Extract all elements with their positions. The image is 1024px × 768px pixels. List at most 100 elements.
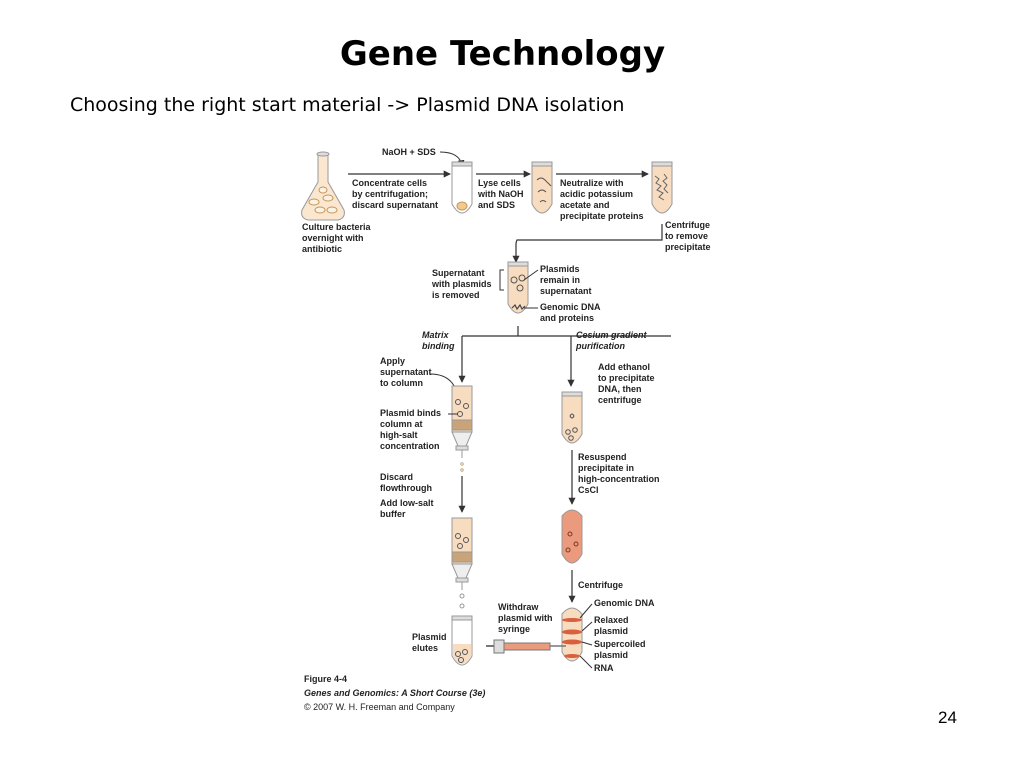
- label-line: centrifuge: [598, 395, 642, 405]
- label-line: precipitate: [665, 242, 711, 252]
- label-line: by centrifugation;: [352, 189, 428, 199]
- label-line: to remove: [665, 231, 708, 241]
- label-line: Centrifuge: [665, 220, 710, 230]
- label-line: antibiotic: [302, 244, 342, 254]
- label-line: flowthrough: [380, 483, 432, 493]
- label-line: Cesium gradient: [576, 330, 648, 340]
- bracket-supernatant: [499, 269, 504, 291]
- caption-book: Genes and Genomics: A Short Course (3e): [304, 688, 485, 698]
- caption-copyright: © 2007 W. H. Freeman and Company: [304, 702, 455, 712]
- label-line: Discard: [380, 472, 413, 482]
- label-line: CsCl: [578, 485, 599, 495]
- arrow-to-middle: [512, 224, 663, 263]
- tube-ethanol: [561, 391, 583, 444]
- elution-drops: [459, 593, 465, 609]
- label-line: remain in: [540, 275, 580, 285]
- syringe: [486, 639, 566, 654]
- band-genomic-label: Genomic DNA: [594, 598, 655, 608]
- label-line: supernatant: [540, 286, 592, 296]
- label-line: Supercoiled: [594, 639, 646, 649]
- pointer-relaxed: [581, 621, 593, 632]
- label-line: with NaOH: [477, 189, 524, 199]
- band-rna-label: RNA: [594, 663, 614, 673]
- label-line: Neutralize with: [560, 178, 624, 188]
- label-line: Matrix: [422, 330, 450, 340]
- label-line: plasmid: [594, 650, 628, 660]
- label-line: precipitate proteins: [560, 211, 644, 221]
- label-line: Plasmids: [540, 264, 580, 274]
- label-line: and SDS: [478, 200, 515, 210]
- tube-eluate: [451, 615, 473, 666]
- label-line: Culture bacteria: [302, 222, 372, 232]
- label-line: overnight with: [302, 233, 364, 243]
- label-line: Add low-salt: [380, 498, 434, 508]
- tube-cscl: [561, 509, 583, 564]
- page-number: 24: [938, 708, 957, 727]
- label-line: Concentrate cells: [352, 178, 427, 188]
- label-line: elutes: [412, 643, 438, 653]
- tube-pellet: [451, 161, 473, 214]
- label-line: purification: [575, 341, 626, 351]
- label-line: acidic potassium: [560, 189, 633, 199]
- label-line: with plasmids: [431, 279, 492, 289]
- label-line: discard supernatant: [352, 200, 438, 210]
- slide-subtitle: Choosing the right start material -> Pla…: [70, 94, 625, 116]
- column-1: [451, 385, 473, 458]
- label-line: precipitate in: [578, 463, 634, 473]
- flowthrough-drops: [460, 462, 464, 472]
- split-line: [462, 326, 671, 337]
- label-line: high-salt: [380, 430, 418, 440]
- label-line: syringe: [498, 624, 530, 634]
- label-line: DNA, then: [598, 384, 642, 394]
- label-line: concentration: [380, 441, 440, 451]
- label-line: Genomic DNA: [540, 302, 601, 312]
- pointer-supercoiled: [581, 641, 593, 646]
- tube-supernatant: [507, 261, 529, 314]
- label-line: Plasmid binds: [380, 408, 441, 418]
- label-line: and proteins: [540, 313, 594, 323]
- pointer-plasmids: [523, 269, 539, 281]
- tube-precipitate: [651, 161, 673, 214]
- label-line: Relaxed: [594, 615, 629, 625]
- label-line: Resuspend: [578, 452, 627, 462]
- pointer-genomic: [579, 603, 593, 619]
- label-line: Add ethanol: [598, 362, 650, 372]
- label-line: Supernatant: [432, 268, 485, 278]
- caption-figure-no: Figure 4-4: [304, 674, 347, 684]
- column-2: [451, 517, 473, 590]
- label-line: to column: [380, 378, 423, 388]
- label-line: plasmid: [594, 626, 628, 636]
- centrifuge-label: Centrifuge: [578, 580, 623, 590]
- label-line: buffer: [380, 509, 406, 519]
- label-line: column at: [380, 419, 423, 429]
- culture-flask: [301, 151, 345, 221]
- label-line: Withdraw: [498, 602, 539, 612]
- label-line: high-concentration: [578, 474, 660, 484]
- label-line: is removed: [432, 290, 480, 300]
- pointer-rna: [579, 655, 593, 669]
- reagent-label: NaOH + SDS: [382, 147, 436, 157]
- tube-lysed: [531, 161, 553, 214]
- label-line: Lyse cells: [478, 178, 521, 188]
- tube-gradient: [561, 607, 583, 662]
- label-line: plasmid with: [498, 613, 553, 623]
- slide-title: Gene Technology: [339, 34, 666, 74]
